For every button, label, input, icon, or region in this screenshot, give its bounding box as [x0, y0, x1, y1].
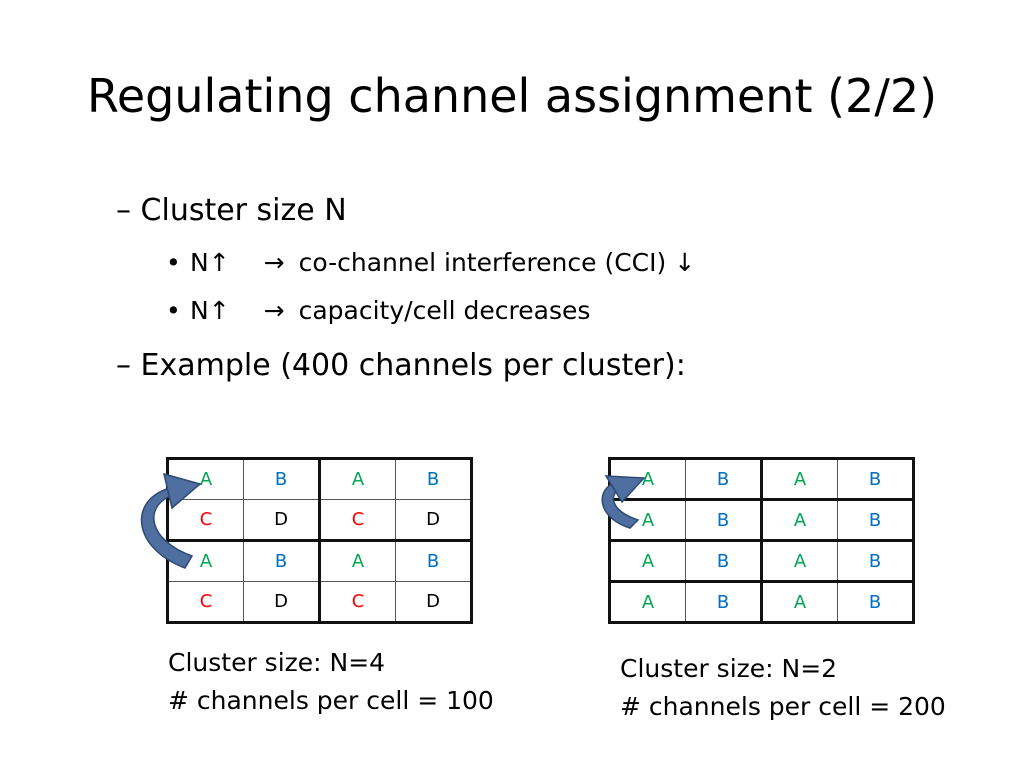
bullet-cluster-size: – Cluster size N	[116, 193, 347, 228]
bullet-cci: • N↑ → co-channel interference (CCI) ↓	[166, 247, 695, 279]
caption-cluster-size: Cluster size: N=4	[168, 648, 386, 677]
grid-row: A B A B	[167, 458, 472, 500]
grid-cell: A	[609, 498, 686, 541]
cluster-grid-n2: A B A B A B A B A B A B A B A B	[608, 457, 915, 624]
arrow-right: →	[263, 296, 285, 325]
grid-cell: D	[395, 499, 472, 541]
grid-cell: B	[837, 580, 914, 623]
grid-row: A B A B	[609, 580, 914, 623]
grid-cell: C	[167, 499, 244, 541]
grid-cell: B	[685, 580, 762, 623]
grid-cell: B	[685, 458, 762, 500]
caption-channels-per-cell: # channels per cell = 100	[168, 686, 494, 715]
grid-row: A B A B	[609, 498, 914, 541]
bullet-capacity: • N↑ → capacity/cell decreases	[166, 295, 590, 327]
grid-cell: A	[760, 580, 838, 623]
grid-cell: D	[243, 499, 320, 541]
grid-cell: B	[837, 498, 914, 541]
grid-cell: C	[318, 581, 396, 623]
grid-cell: B	[395, 458, 472, 500]
grid-cell: A	[760, 498, 838, 541]
bullet-example: – Example (400 channels per cluster):	[116, 348, 686, 383]
grid-cell: A	[609, 458, 686, 500]
grid-cell: C	[318, 499, 396, 541]
grid-cell: B	[395, 539, 472, 582]
caption-channels-per-cell: # channels per cell = 200	[620, 692, 946, 721]
grid-cell: A	[318, 458, 396, 500]
n-up-label: N↑	[190, 248, 230, 277]
grid-cell: A	[760, 458, 838, 500]
bullet-dot: •	[166, 248, 181, 277]
bullet-dot: •	[166, 296, 181, 325]
bullet-cci-text: co-channel interference (CCI) ↓	[298, 248, 696, 277]
grid-cell: B	[243, 539, 320, 582]
grid-row: A B A B	[167, 539, 472, 582]
grid-cell: D	[243, 581, 320, 623]
bullet-capacity-text: capacity/cell decreases	[298, 296, 591, 325]
grid-row: C D C D	[167, 499, 472, 541]
grid-row: C D C D	[167, 581, 472, 623]
grid-cell: C	[167, 581, 244, 623]
grid-cell: A	[167, 539, 244, 582]
grid-row: A B A B	[609, 458, 914, 500]
grid-cell: B	[685, 498, 762, 541]
caption-cluster-size: Cluster size: N=2	[620, 654, 838, 683]
grid-cell: B	[243, 458, 320, 500]
grid-cell: D	[395, 581, 472, 623]
caption-n2: Cluster size: N=2 # channels per cell = …	[620, 650, 946, 726]
caption-n4: Cluster size: N=4 # channels per cell = …	[168, 644, 494, 720]
grid-cell: A	[167, 458, 244, 500]
grid-cell: B	[837, 458, 914, 500]
n-up-label: N↑	[190, 296, 230, 325]
grid-cell: A	[318, 539, 396, 582]
grid-row: A B A B	[609, 539, 914, 582]
grid-cell: A	[609, 580, 686, 623]
arrow-right: →	[263, 248, 285, 277]
grid-cell: B	[685, 539, 762, 582]
slide-title: Regulating channel assignment (2/2)	[86, 69, 938, 123]
grid-cell: B	[837, 539, 914, 582]
grid-cell: A	[609, 539, 686, 582]
cluster-grid-n4: A B A B C D C D A B A B C D C D	[166, 457, 473, 624]
grid-cell: A	[760, 539, 838, 582]
